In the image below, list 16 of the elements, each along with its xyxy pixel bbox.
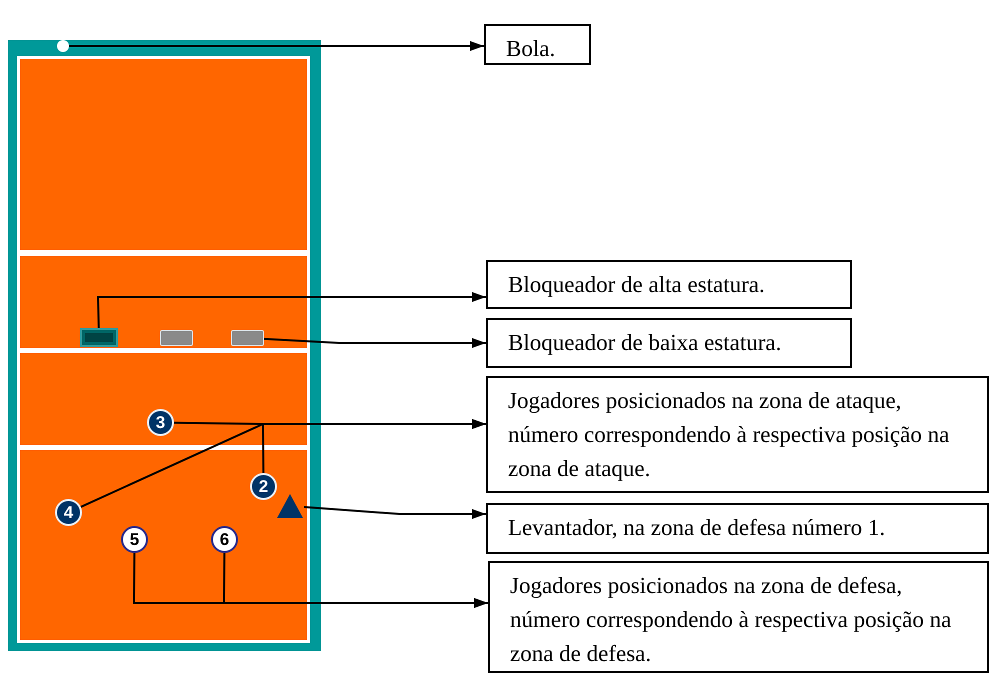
callout-box: Bloqueador de baixa estatura.: [486, 318, 852, 368]
setter-marker: [276, 493, 304, 519]
callout-box: Bola.: [484, 24, 591, 65]
callout-box: Jogadores posicionados na zona de ataque, número correspondendo à respectiva posição na zona de ataque.: [486, 376, 989, 493]
leader-line: [223, 553, 488, 608]
leader-line: [96, 292, 486, 328]
leader-line: [69, 41, 484, 51]
callout-box: Bloqueador de alta estatura.: [486, 260, 852, 309]
leader-line: [80, 419, 486, 508]
short-blocker-marker: [160, 330, 193, 346]
leader-line: [264, 338, 486, 348]
short-blocker-marker: [231, 330, 264, 346]
tall-blocker-marker: [80, 328, 118, 347]
leader-line: [304, 506, 486, 519]
callout-box: Levantador, na zona de defesa número 1.: [486, 503, 989, 554]
callout-box: Jogadores posicionados na zona de defesa, número correspondendo à respectiva posição na zona de defesa.: [488, 561, 989, 673]
